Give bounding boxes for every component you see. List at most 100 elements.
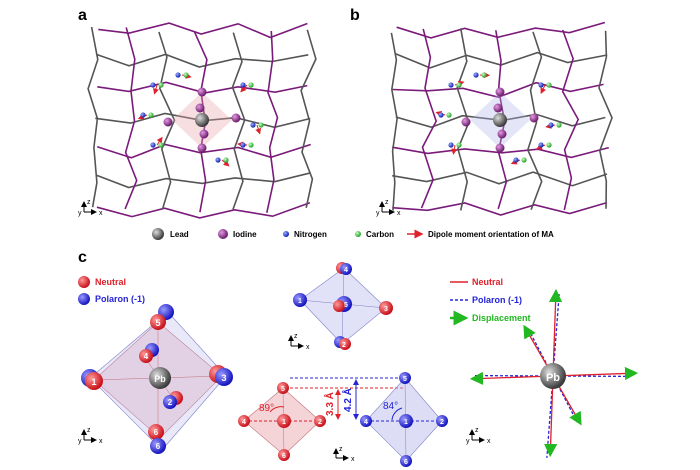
atom-label-1: 1	[404, 419, 408, 426]
lattice-bond	[98, 22, 308, 39]
iodine-legend-icon	[218, 229, 228, 239]
iodine-atom	[461, 117, 471, 127]
atom-1-polaron	[399, 414, 413, 428]
dipole-arrow	[240, 84, 248, 93]
atom-4-polaron	[340, 263, 352, 275]
nitrogen-atom	[175, 72, 181, 78]
atom-label-2: 2	[168, 398, 173, 407]
atom-5-polaron	[399, 372, 411, 384]
axis-triad-c-right: z x y	[466, 427, 491, 445]
axis-x-label: x	[397, 210, 401, 217]
atom-6-polaron	[150, 438, 166, 454]
cross-section-polaron: 4 5 1 2 6 84°	[360, 372, 448, 467]
legend-polaron-label: Polaron (-1)	[95, 294, 145, 304]
atom-6-neutral	[278, 449, 290, 461]
carbon-atom	[158, 82, 164, 88]
carbon-atom	[223, 157, 229, 163]
atom-1-neutral	[277, 414, 291, 428]
nitrogen-atom	[548, 122, 554, 128]
carbon-atom	[456, 82, 462, 88]
atom-label-2: 2	[440, 419, 444, 426]
axis-triad-c-left: z x y	[78, 427, 103, 445]
lattice-bond	[420, 28, 438, 209]
carbon-atom	[148, 112, 154, 118]
nitrogen-atom	[150, 82, 156, 88]
iodine-atom	[495, 143, 505, 153]
nitrogen-atom	[240, 82, 246, 88]
nitrogen-atom	[473, 72, 479, 78]
atom-label-3: 3	[384, 306, 388, 313]
panel-label-b: b	[350, 7, 360, 24]
axis-triad-a: z x y	[78, 199, 103, 217]
lattice-bond	[87, 26, 99, 208]
right-legend: Neutral Polaron (-1) Displacement	[450, 277, 531, 326]
nitrogen-atom	[538, 142, 544, 148]
axis-x-label: x	[99, 438, 103, 445]
iodine-atom	[497, 129, 507, 139]
displacement-diagram: Pb	[469, 288, 639, 458]
axis-y-label: y	[78, 210, 82, 217]
lattice-bond	[124, 27, 138, 210]
panel-label-c: c	[78, 249, 87, 266]
lattice-bond	[95, 172, 311, 189]
atom-label-pb: Pb	[154, 374, 166, 384]
atom-2-polaron	[436, 415, 448, 427]
legend-right-neutral: Neutral	[472, 277, 503, 287]
polaron-bond	[546, 375, 554, 458]
axis-x-label: x	[306, 344, 310, 351]
angle-neutral-label: 89°	[259, 403, 274, 414]
nitrogen-legend-icon	[283, 231, 289, 237]
legend-neutral-label: Neutral	[95, 277, 126, 287]
axis-triad-b: z x y	[376, 199, 401, 217]
atom-5-neutral	[277, 382, 289, 394]
nitrogen-atom	[215, 157, 221, 163]
atom-label-5: 5	[344, 302, 348, 309]
lattice-bond	[95, 53, 309, 68]
lattice-bond	[391, 146, 610, 159]
atom-5-neutral	[333, 300, 345, 312]
lattice-bond	[158, 31, 176, 210]
axis-x-label: x	[487, 438, 491, 445]
atom-4-neutral	[139, 349, 153, 363]
axis-x-label: x	[99, 210, 103, 217]
lattice-bond	[598, 30, 613, 209]
distance-neutral-label: 3.3 Å	[323, 392, 336, 416]
nitrogen-atom	[448, 142, 454, 148]
cross-section-neutral: 4 5 1 2 6 89°	[238, 382, 326, 461]
iodine-atom	[197, 143, 207, 153]
nitrogen-atom	[240, 142, 246, 148]
dipole-arrow	[153, 84, 159, 95]
iodine-atom	[493, 103, 503, 113]
atom-label-1: 1	[91, 377, 96, 387]
displacement-arrow	[569, 410, 582, 426]
lattice-bond	[561, 29, 580, 211]
atom-label-5: 5	[155, 318, 160, 328]
lattice-bond	[396, 21, 606, 39]
axis-triad-c-top: z x	[288, 333, 310, 351]
atom-label-4: 4	[144, 352, 149, 361]
axis-z-label: z	[475, 427, 479, 434]
carbon-atom	[556, 122, 562, 128]
atom-label-6: 6	[282, 453, 286, 460]
legend-carbon-label: Carbon	[366, 230, 394, 239]
lattice-bond	[96, 202, 311, 219]
atom-label-pb-right: Pb	[546, 372, 560, 384]
dipole-arrow	[451, 144, 458, 155]
lattice-bond	[231, 32, 246, 210]
atom-label-4: 4	[364, 419, 368, 426]
atom-label-6: 6	[154, 428, 159, 437]
polaron-bond	[552, 375, 578, 423]
atom-label-5: 5	[403, 376, 407, 383]
atom-label-1: 1	[298, 298, 302, 305]
axis-z-label: z	[385, 199, 389, 206]
nitrogen-atom	[448, 82, 454, 88]
carbon-atom	[456, 142, 462, 148]
axis-z-label: z	[87, 199, 91, 206]
dipole-arrow	[221, 159, 230, 167]
atom-label-1: 1	[282, 419, 286, 426]
axis-triad-c-mid: z x	[333, 446, 355, 463]
distance-markers: 3.3 Å 4.2 Å	[290, 377, 404, 420]
axis-z-label: z	[339, 446, 343, 453]
lattice-bond	[392, 201, 608, 216]
carbon-atom	[248, 82, 254, 88]
